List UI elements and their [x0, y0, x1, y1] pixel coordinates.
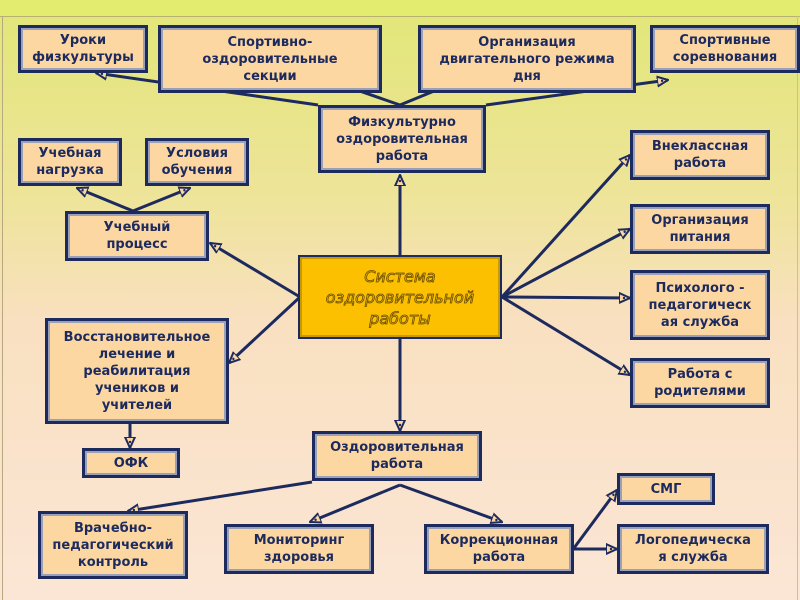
node-fizkulturno-ozdorovitelnaya-rabota: Физкультурно оздоровительная работа — [318, 105, 486, 173]
node-usloviya-obucheniya: Условия обучения — [145, 138, 249, 186]
arrow-center-to-psych — [501, 297, 630, 298]
node-korrekcionnaya-rabota: Коррекционная работа — [424, 524, 574, 574]
node-smg: СМГ — [617, 473, 715, 505]
node-vneklassnaya-rabota: Внеклассная работа — [630, 130, 770, 180]
node-uchebnaya-nagruzka: Учебная нагрузка — [18, 138, 122, 186]
node-monitoring-zdorovya: Мониторинг здоровья — [224, 524, 374, 574]
node-vosstanovitelnoe-lechenie: Восстановительное лечение и реабилитация… — [45, 318, 229, 424]
arrow-ozdorov-to-vrach — [128, 480, 313, 511]
node-uchebnyj-process: Учебный процесс — [65, 211, 209, 261]
node-sportivnye-sorevnovaniya: Спортивные соревнования — [650, 25, 800, 73]
frame-line-left — [2, 16, 3, 600]
node-ozdorovitelnaya-rabota: Оздоровительная работа — [312, 431, 482, 481]
arrow-korrekc-to-smg — [572, 490, 617, 549]
arrow-process-to-nagruzka — [77, 188, 134, 213]
frame-line-right — [797, 16, 798, 600]
node-logopedicheskaya-sluzhba: Логопедическа я служба — [617, 524, 769, 574]
arrow-process-to-usloviya — [132, 188, 190, 213]
arrow-center-to-vneklass — [500, 155, 630, 299]
top-band — [0, 0, 800, 17]
node-organizaciya-dvigatelnogo-rezhima: Организация двигательного режима дня — [418, 25, 636, 93]
node-center-sistema-ozdorovitelnoj-raboty: Система оздоровительной работы — [298, 255, 502, 339]
node-psihologo-pedagogicheskaya-sluzhba: Психолого - педагогическ ая служба — [630, 270, 770, 340]
arrow-center-to-pitanie — [501, 227, 630, 299]
arrow-ozdorov-to-korrekc — [399, 483, 502, 522]
arrow-center-to-process — [210, 241, 301, 299]
arrow-ozdorov-to-monitoring — [310, 483, 401, 522]
node-organizaciya-pitaniya: Организация питания — [630, 204, 770, 254]
arrow-center-to-vosstan — [229, 295, 302, 363]
node-sportivno-ozdorovitelnye-sekcii: Спортивно- оздоровительные секции — [158, 25, 382, 93]
node-ofk: ОФК — [82, 448, 180, 478]
node-rabota-s-roditelyami: Работа с родителями — [630, 358, 770, 408]
arrow-center-to-roditeli — [501, 295, 630, 377]
node-vrachebno-pedagogicheskij-kontrol: Врачебно- педагогический контроль — [38, 511, 188, 579]
node-uroki-fizkultury: Уроки физкультуры — [18, 25, 148, 73]
